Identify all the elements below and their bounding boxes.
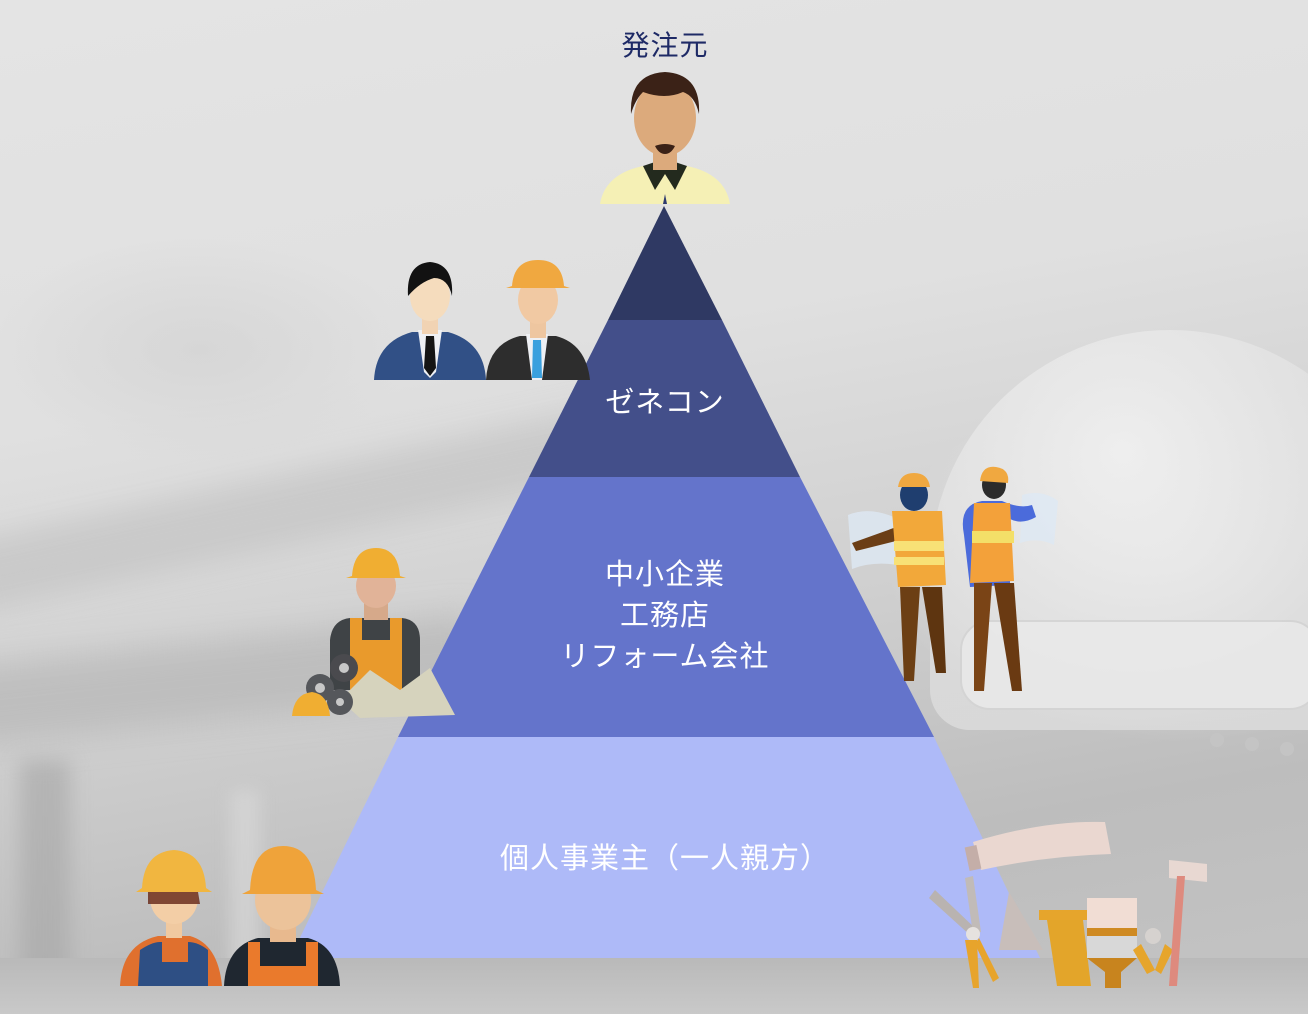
- pyramid-layer-apex: [608, 206, 722, 320]
- worker-with-gears-icon: [292, 548, 455, 718]
- tools-set-icon: [929, 821, 1207, 988]
- businessmen-pair-icon: [374, 260, 590, 380]
- pyramid-layer-individual: [290, 737, 1040, 958]
- helmet-vent-dot: [1210, 733, 1224, 747]
- layer-label-genecon: ゼネコン: [605, 385, 725, 419]
- layer-label-individual: 個人事業主（一人親方）: [499, 841, 830, 875]
- workers-pair-icon: [120, 846, 340, 986]
- pyramid-layer-genecon: [529, 320, 800, 477]
- layer-label-sme-line2: 工務店: [619, 598, 710, 632]
- client-person-icon: [600, 72, 730, 204]
- helmet-vent-dot: [1245, 737, 1259, 751]
- pyramid-layer-sme: [398, 477, 934, 737]
- helmet-vent-dot: [1280, 742, 1294, 756]
- layer-label-sme-line3: リフォーム会社: [560, 639, 770, 673]
- workers-with-blueprints-icon: [848, 466, 1058, 691]
- layer-label-sme-line1: 中小企業: [604, 557, 725, 591]
- pyramid-title: 発注元: [621, 29, 709, 62]
